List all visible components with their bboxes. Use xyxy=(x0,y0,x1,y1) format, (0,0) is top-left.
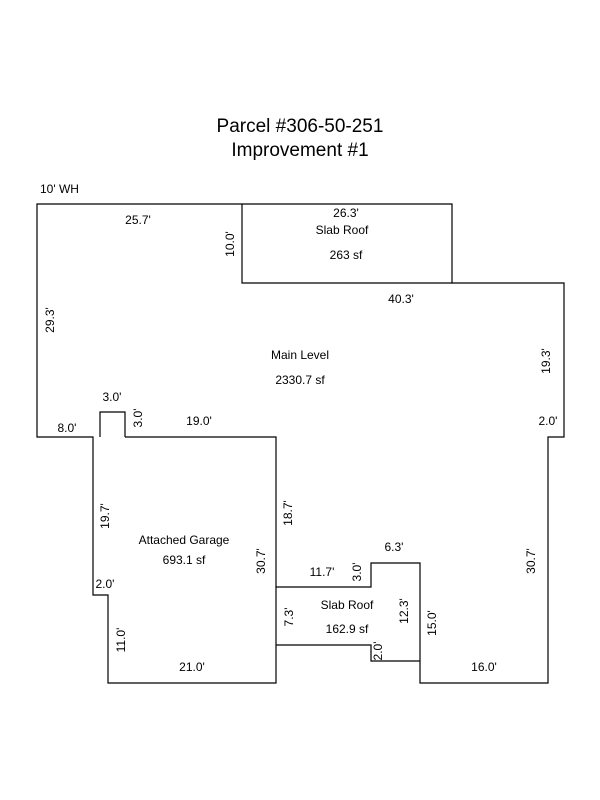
wall-height-note: 10' WH xyxy=(40,182,79,196)
parcel-title: Parcel #306-50-251 xyxy=(216,116,384,137)
garage-label: Attached Garage xyxy=(139,533,230,547)
slab-roof-top-outline xyxy=(241,204,452,284)
dim-garage-left-step: 2.0' xyxy=(96,577,115,591)
main-level-area: 2330.7 sf xyxy=(275,373,325,387)
dim-garage-right-upper: 18.7' xyxy=(281,500,295,526)
dim-slab-top-height: 10.0' xyxy=(223,231,237,257)
dim-main-top: 25.7' xyxy=(125,213,151,227)
dim-slab-bottom-left: 7.3' xyxy=(282,608,296,627)
slab-roof-bottom-outline xyxy=(276,644,420,662)
dim-notch-height: 3.0' xyxy=(131,409,145,428)
notch-outline xyxy=(99,411,126,437)
dim-slab-bottom-right: 12.3' xyxy=(397,598,411,624)
dim-slab-bottom-top: 11.7' xyxy=(310,565,335,579)
dim-main-left: 29.3' xyxy=(43,307,57,333)
dim-main-right-step: 2.0' xyxy=(539,414,558,428)
dim-slab-bottom-step-bottom: 2.0' xyxy=(371,642,385,661)
dim-garage-top: 19.0' xyxy=(186,414,212,428)
dim-garage-left-upper: 19.7' xyxy=(98,503,112,529)
dim-main-bottom-left: 8.0' xyxy=(58,421,77,435)
dim-main-right: 19.3' xyxy=(539,348,553,374)
dim-east-wing-right: 30.7' xyxy=(524,548,538,574)
dim-slab-bottom-step-v: 3.0' xyxy=(350,563,364,582)
dim-slab-top-width: 26.3' xyxy=(333,206,359,220)
dim-main-top-right: 40.3' xyxy=(388,292,414,306)
garage-top-wall xyxy=(125,436,277,587)
slab-roof-top-area: 263 sf xyxy=(330,248,363,262)
dim-garage-bottom: 21.0' xyxy=(179,660,205,674)
slab-roof-top-label: Slab Roof xyxy=(316,223,369,237)
dim-garage-right: 30.7' xyxy=(254,548,268,574)
dim-east-wing-bottom: 16.0' xyxy=(471,660,497,674)
garage-area: 693.1 sf xyxy=(163,553,206,567)
dim-slab-bottom-step-top: 6.3' xyxy=(385,540,404,554)
dim-garage-left-lower: 11.0' xyxy=(114,628,128,653)
dim-notch-width: 3.0' xyxy=(103,390,122,404)
dim-east-wing-left: 15.0' xyxy=(425,610,439,636)
slab-roof-bottom-area: 162.9 sf xyxy=(326,622,369,636)
building-outline xyxy=(36,203,565,684)
main-level-label: Main Level xyxy=(271,348,329,362)
slab-roof-bottom-label: Slab Roof xyxy=(321,598,374,612)
improvement-title: Improvement #1 xyxy=(231,140,369,161)
